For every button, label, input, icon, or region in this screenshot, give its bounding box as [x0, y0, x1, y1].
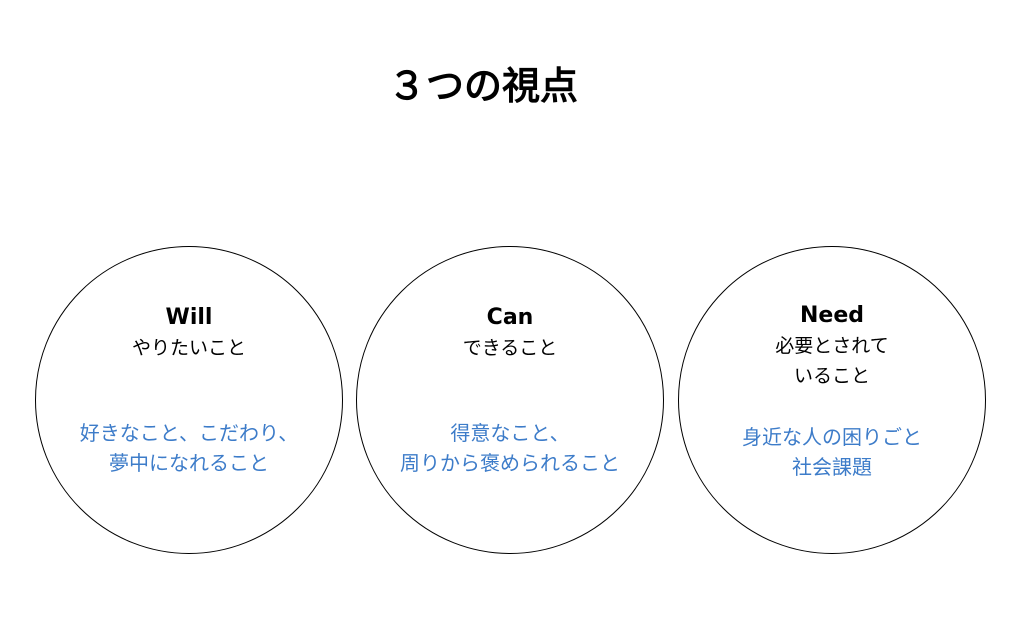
can-subtitle: できること	[462, 337, 558, 359]
can-description-line: 周りから褒められること	[400, 451, 620, 475]
page-title: ３つの視点	[387, 64, 578, 108]
need-circle: Need 必要とされて いること 身近な人の困りごと 社会課題	[678, 246, 986, 554]
can-description-line: 得意なこと、	[450, 421, 570, 445]
need-description-line: 社会課題	[792, 455, 872, 479]
need-subtitle-line: 必要とされて	[775, 335, 889, 357]
can-circle: Can できること 得意なこと、 周りから褒められること	[356, 246, 664, 554]
need-heading: Need	[799, 303, 864, 328]
will-circle: Will やりたいこと 好きなこと、こだわり、 夢中になれること	[35, 246, 343, 554]
need-subtitle-line: いること	[793, 365, 870, 387]
need-description-line: 身近な人の困りごと	[742, 425, 922, 449]
will-subtitle: やりたいこと	[131, 337, 246, 359]
will-description-line: 夢中になれること	[109, 451, 269, 475]
will-heading: Will	[165, 305, 213, 330]
can-heading: Can	[486, 305, 534, 330]
will-description-line: 好きなこと、こだわり、	[79, 421, 299, 445]
